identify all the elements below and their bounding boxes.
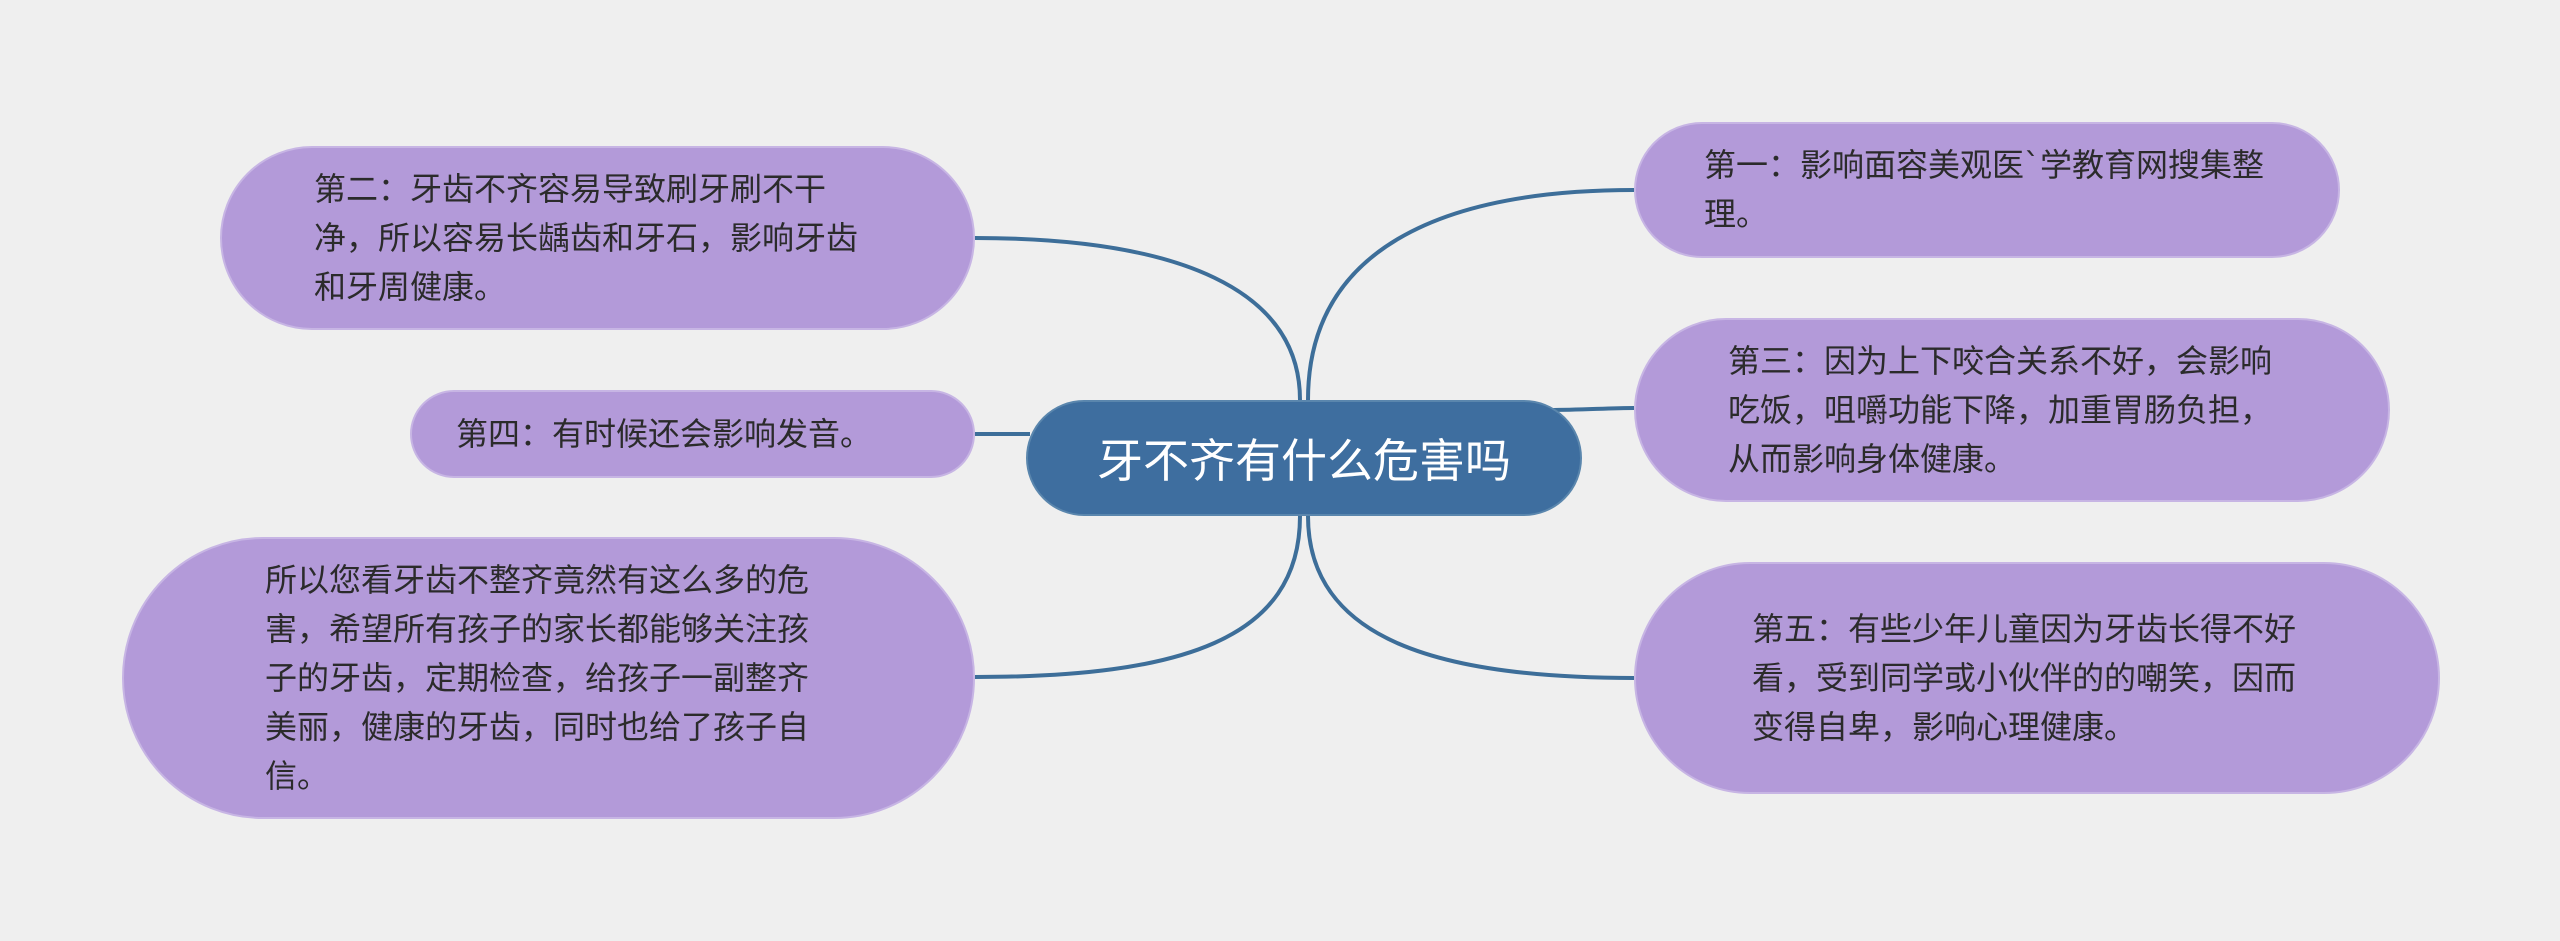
- branch-node-conclusion[interactable]: 所以您看牙齿不整齐竟然有这么多的危害，希望所有孩子的家长都能够关注孩子的牙齿，定…: [122, 537, 975, 819]
- branch-node-label: 第二：牙齿不齐容易导致刷牙刷不干净，所以容易长龋齿和牙石，影响牙齿和牙周健康。: [314, 169, 859, 306]
- connector-n1: [1306, 188, 1635, 401]
- connector-n6: [974, 515, 1302, 679]
- branch-node-label: 所以您看牙齿不整齐竟然有这么多的危害，希望所有孩子的家长都能够关注孩子的牙齿，定…: [265, 560, 810, 795]
- connector-n2: [974, 236, 1302, 401]
- central-topic[interactable]: 牙不齐有什么危害吗: [1026, 400, 1582, 516]
- branch-node-fifth[interactable]: 第五：有些少年儿童因为牙齿长得不好看，受到同学或小伙伴的的嘲笑，因而变得自卑，影…: [1634, 562, 2440, 794]
- branch-node-second[interactable]: 第二：牙齿不齐容易导致刷牙刷不干净，所以容易长龋齿和牙石，影响牙齿和牙周健康。: [220, 146, 975, 330]
- branch-node-label: 第三：因为上下咬合关系不好，会影响吃饭，咀嚼功能下降，加重胃肠负担，从而影响身体…: [1728, 341, 2273, 478]
- branch-node-first[interactable]: 第一：影响面容美观医`学教育网搜集整理。: [1634, 122, 2340, 258]
- branch-node-label: 第一：影响面容美观医`学教育网搜集整理。: [1704, 146, 2265, 233]
- branch-node-third[interactable]: 第三：因为上下咬合关系不好，会影响吃饭，咀嚼功能下降，加重胃肠负担，从而影响身体…: [1634, 318, 2390, 502]
- branch-node-fourth[interactable]: 第四：有时候还会影响发音。: [410, 390, 975, 478]
- connector-n3: [1549, 406, 1635, 412]
- connector-n5: [1306, 515, 1635, 680]
- branch-node-label: 第五：有些少年儿童因为牙齿长得不好看，受到同学或小伙伴的的嘲笑，因而变得自卑，影…: [1752, 609, 2297, 746]
- central-topic-label: 牙不齐有什么危害吗: [1097, 434, 1511, 488]
- branch-node-label: 第四：有时候还会影响发音。: [456, 414, 873, 453]
